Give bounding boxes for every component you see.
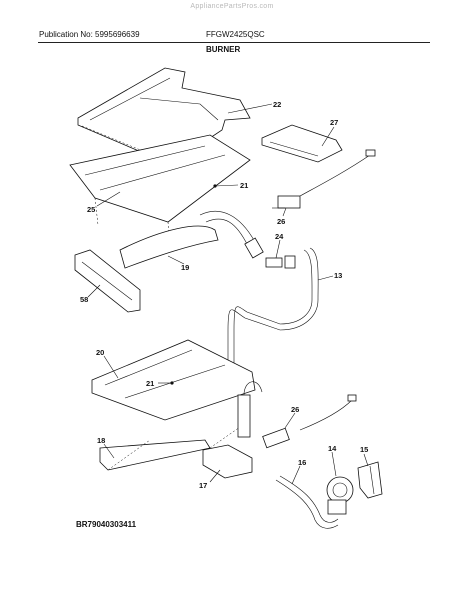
part-26-lower-igniter[interactable] (262, 394, 357, 449)
callout-14: 14 (328, 444, 337, 453)
part-17-valve[interactable] (202, 381, 263, 479)
leader-lines (87, 103, 369, 485)
part-14-regulator[interactable] (326, 476, 354, 515)
part-58-bracket[interactable] (74, 249, 141, 313)
publication-number: Publication No: 5995696639 (39, 30, 140, 39)
screw-icon (170, 381, 174, 385)
callout-16: 16 (298, 458, 306, 467)
screw-icon (213, 184, 217, 188)
part-27-igniter-bracket[interactable] (261, 124, 343, 163)
callout-22: 22 (273, 100, 281, 109)
part-26-upper-igniter[interactable] (272, 149, 376, 209)
section-title: BURNER (206, 45, 241, 54)
part-24-orifice[interactable] (265, 255, 296, 269)
part-20-lower-shield[interactable] (91, 339, 256, 421)
part-13-gas-tube[interactable] (227, 247, 319, 370)
part-19-burner-tube[interactable] (119, 210, 264, 269)
part-16-supply-tube[interactable] (275, 475, 339, 529)
callout-21-lower: 21 (146, 379, 154, 388)
callout-13: 13 (334, 271, 342, 280)
header-divider (38, 42, 430, 43)
callout-20: 20 (96, 348, 104, 357)
callout-19: 19 (181, 263, 189, 272)
part-15-mounting-bracket[interactable] (357, 461, 383, 499)
callout-21-upper: 21 (240, 181, 248, 190)
callout-26-upper: 26 (277, 217, 285, 226)
model-number: FFGW2425QSC (206, 30, 265, 39)
callout-18: 18 (97, 436, 105, 445)
callout-26-lower: 26 (291, 405, 299, 414)
part-25-burner-baffle[interactable] (69, 134, 251, 246)
callout-24: 24 (275, 232, 284, 241)
callout-15: 15 (360, 445, 368, 454)
callout-27: 27 (330, 118, 338, 127)
diagram-code: BR79040303411 (76, 520, 137, 529)
callout-58: 58 (80, 295, 88, 304)
callout-17: 17 (199, 481, 207, 490)
watermark: AppliancePartsPros.com (190, 3, 274, 10)
callout-25: 25 (87, 205, 95, 214)
